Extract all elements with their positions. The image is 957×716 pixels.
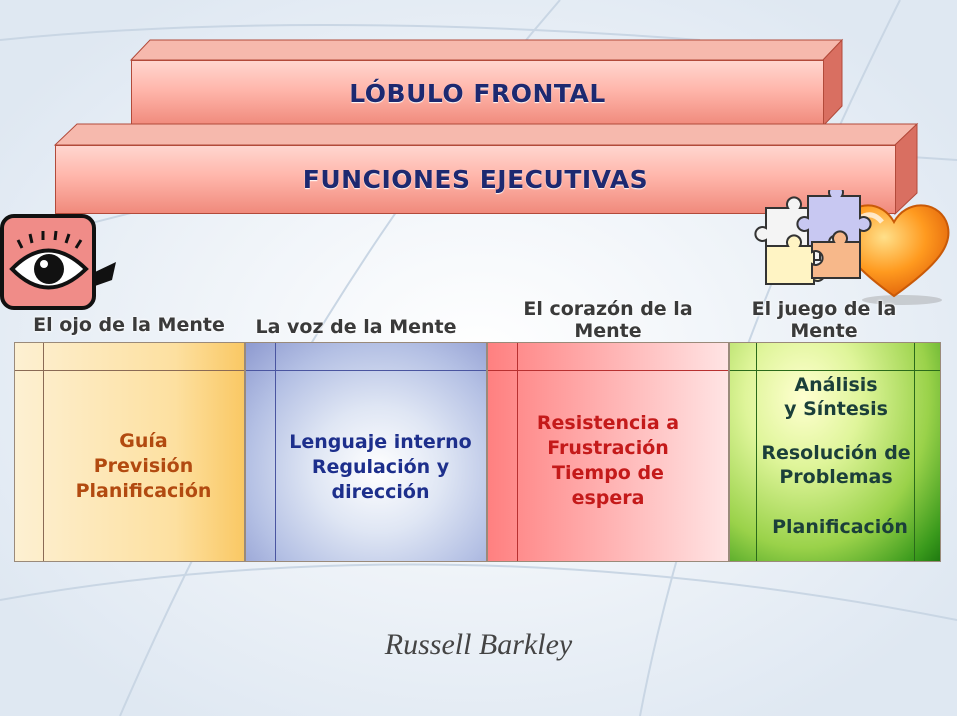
column-juego-text: Análisis y Síntesis Resolución de Proble… (730, 373, 942, 539)
column-ojo-text: Guía Previsión Planificación (43, 429, 244, 504)
heading-corazon-text: El corazón de la Mente (523, 298, 693, 342)
author-name: Russell Barkley (384, 628, 573, 661)
heading-juego-text: El juego de la Mente (751, 298, 897, 342)
juego-line-2: y Síntesis (784, 398, 888, 420)
column-juego: Análisis y Síntesis Resolución de Proble… (729, 342, 941, 562)
ojo-line-1: Guía (119, 430, 168, 452)
voz-line-3: dirección (331, 481, 430, 503)
juego-line-1: Análisis (794, 374, 878, 396)
heading-ojo: El ojo de la Mente (33, 314, 225, 336)
eye-icon (0, 214, 116, 310)
banner-3d-edge (129, 38, 844, 128)
heading-voz: La voz de la Mente (255, 316, 457, 338)
corazon-line-4: espera (571, 487, 645, 509)
juego-line-5: Planificación (772, 516, 908, 538)
column-corazon-text: Resistencia a Frustración Tiempo de espe… (508, 411, 708, 511)
heading-juego: El juego de la Mente (736, 298, 912, 342)
lobulo-frontal-title: LÓBULO FRONTAL (131, 60, 824, 126)
column-voz-text: Lenguaje interno Regulación y dirección (275, 430, 486, 505)
heading-corazon: El corazón de la Mente (500, 298, 716, 342)
funciones-ejecutivas-title: FUNCIONES EJECUTIVAS (55, 145, 896, 214)
corazon-line-3: Tiempo de (552, 462, 664, 484)
corazon-line-2: Frustración (547, 437, 669, 459)
juego-line-4: Problemas (779, 466, 893, 488)
column-corazon: Resistencia a Frustración Tiempo de espe… (487, 342, 729, 562)
column-voz: Lenguaje interno Regulación y dirección (245, 342, 487, 562)
column-ojo: Guía Previsión Planificación (14, 342, 245, 562)
voz-line-1: Lenguaje interno (289, 431, 472, 453)
corazon-line-1: Resistencia a (536, 412, 680, 434)
juego-line-3: Resolución de (761, 442, 911, 464)
ojo-line-2: Previsión (93, 455, 194, 477)
puzzle-icon (754, 190, 872, 285)
voz-line-2: Regulación y (311, 456, 450, 478)
ojo-line-3: Planificación (75, 480, 212, 502)
